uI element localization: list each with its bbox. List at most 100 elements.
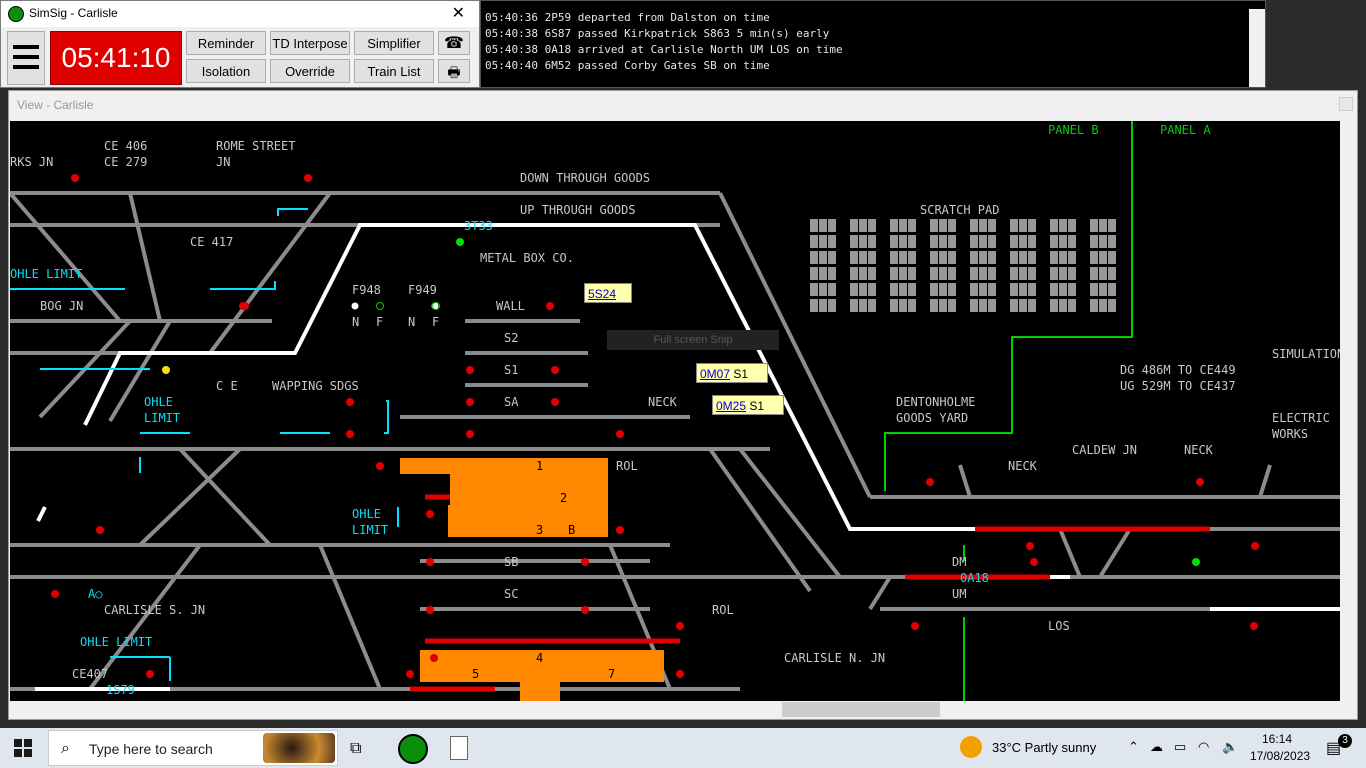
scratch-pad-cell[interactable] — [1010, 251, 1018, 264]
scratch-pad-cell[interactable] — [988, 235, 996, 248]
signal-aspect-icon[interactable] — [146, 670, 154, 678]
scratch-pad-cell[interactable] — [868, 251, 876, 264]
scratch-pad-cell[interactable] — [939, 283, 947, 296]
signal-aspect-icon[interactable] — [304, 174, 312, 182]
scratch-pad-cell[interactable] — [1019, 283, 1027, 296]
scratch-pad-cell[interactable] — [908, 251, 916, 264]
scratch-pad-cell[interactable] — [819, 283, 827, 296]
clock-date[interactable]: 17/08/2023 — [1250, 749, 1311, 763]
scratch-pad-cell[interactable] — [939, 299, 947, 312]
close-icon[interactable]: ✕ — [451, 3, 465, 22]
scratch-pad-cell[interactable] — [828, 267, 836, 280]
scratch-pad-cell[interactable] — [930, 267, 938, 280]
battery-icon[interactable]: ▭ — [1174, 739, 1187, 754]
scratch-pad-cell[interactable] — [970, 219, 978, 232]
scratch-pad-cell[interactable] — [890, 267, 898, 280]
scratch-pad-cell[interactable] — [1090, 299, 1098, 312]
scratch-pad-cell[interactable] — [988, 219, 996, 232]
notifications-icon[interactable]: ▤ — [1326, 740, 1342, 757]
scratch-pad-cell[interactable] — [868, 219, 876, 232]
scratch-pad-cell[interactable] — [1068, 283, 1076, 296]
td-headcode[interactable]: 0M07 — [700, 367, 731, 381]
berth-0a18[interactable]: 0A18 — [960, 571, 989, 585]
scratch-pad-cell[interactable] — [930, 299, 938, 312]
reminder-button[interactable]: Reminder — [186, 31, 266, 55]
scratch-pad-cell[interactable] — [1059, 251, 1067, 264]
scratch-pad-cell[interactable] — [1068, 219, 1076, 232]
scratch-pad-cell[interactable] — [1099, 267, 1107, 280]
scratch-pad-cell[interactable] — [828, 299, 836, 312]
scratch-pad-cell[interactable] — [979, 251, 987, 264]
scratch-pad-cell[interactable] — [1019, 219, 1027, 232]
signal-aspect-icon[interactable] — [466, 366, 474, 374]
scratch-pad-cell[interactable] — [1059, 283, 1067, 296]
scratch-pad-cell[interactable] — [899, 219, 907, 232]
signal-green-icon[interactable] — [1192, 558, 1200, 566]
vertical-scrollbar[interactable] — [1340, 121, 1357, 701]
scratch-pad-cell[interactable] — [1059, 299, 1067, 312]
scratch-pad-cell[interactable] — [1028, 251, 1036, 264]
scratch-pad-cell[interactable] — [868, 299, 876, 312]
track-diagram[interactable]: RKS JN CE 406 CE 279 ROME STREET JN DOWN… — [10, 121, 1340, 701]
weather-icon[interactable] — [960, 736, 982, 758]
signal-green-icon[interactable] — [456, 238, 464, 246]
scratch-pad-cell[interactable] — [908, 235, 916, 248]
scratch-pad-cell[interactable] — [1050, 283, 1058, 296]
scratch-pad-cell[interactable] — [908, 283, 916, 296]
scratch-pad-cell[interactable] — [819, 219, 827, 232]
scratch-pad-cell[interactable] — [899, 235, 907, 248]
scratch-pad-cell[interactable] — [828, 235, 836, 248]
scratch-pad-cell[interactable] — [819, 267, 827, 280]
scratch-pad-cell[interactable] — [979, 219, 987, 232]
scratch-pad-cell[interactable] — [948, 251, 956, 264]
scratch-pad-cell[interactable] — [868, 235, 876, 248]
signal-aspect-icon[interactable] — [241, 302, 249, 310]
windows-start-icon[interactable] — [14, 739, 32, 757]
volume-icon[interactable]: 🔈 — [1222, 739, 1239, 754]
signal-aspect-icon[interactable] — [1196, 478, 1204, 486]
scratch-pad-cell[interactable] — [810, 299, 818, 312]
scratch-pad-cell[interactable] — [970, 267, 978, 280]
signal-aspect-icon[interactable] — [71, 174, 79, 182]
signal-aspect-icon[interactable] — [676, 670, 684, 678]
message-log[interactable]: 05:40:36 2P59 departed from Dalston on t… — [480, 0, 1266, 88]
signals[interactable] — [51, 174, 1259, 678]
scratch-pad-cell[interactable] — [979, 267, 987, 280]
scratch-pad-grid[interactable] — [810, 219, 1116, 312]
berth-3t33[interactable]: 3T33 — [464, 219, 493, 233]
scratch-pad-cell[interactable] — [1028, 283, 1036, 296]
clock-time[interactable]: 16:14 — [1262, 732, 1293, 746]
control-titlebar[interactable]: SimSig - Carlisle ✕ — [1, 1, 479, 27]
scratch-pad-cell[interactable] — [930, 219, 938, 232]
view-close-icon[interactable] — [1339, 97, 1353, 111]
scratch-pad-cell[interactable] — [850, 235, 858, 248]
scratch-pad-cell[interactable] — [1108, 235, 1116, 248]
signal-aspect-icon[interactable] — [426, 510, 434, 518]
signal-aspect-icon[interactable] — [676, 622, 684, 630]
train-list-button[interactable]: Train List — [354, 59, 434, 83]
scratch-pad-cell[interactable] — [988, 267, 996, 280]
scratch-pad-cell[interactable] — [899, 251, 907, 264]
scratch-pad-cell[interactable] — [988, 251, 996, 264]
scratch-pad-cell[interactable] — [850, 251, 858, 264]
scratch-pad-cell[interactable] — [810, 219, 818, 232]
scratch-pad-cell[interactable] — [828, 219, 836, 232]
scratch-pad-cell[interactable] — [1050, 219, 1058, 232]
scratch-pad-cell[interactable] — [890, 299, 898, 312]
signal-aspect-icon[interactable] — [426, 606, 434, 614]
signal-aspect-icon[interactable] — [430, 654, 438, 662]
scratch-pad-cell[interactable] — [948, 267, 956, 280]
scratch-pad-cell[interactable] — [859, 299, 867, 312]
signal-aspect-icon[interactable] — [911, 622, 919, 630]
scratch-pad-cell[interactable] — [850, 219, 858, 232]
scratch-pad-cell[interactable] — [1108, 283, 1116, 296]
scratch-pad-cell[interactable] — [859, 235, 867, 248]
scratch-pad-cell[interactable] — [819, 235, 827, 248]
signalling-panel[interactable]: RKS JN CE 406 CE 279 ROME STREET JN DOWN… — [10, 121, 1340, 701]
signal-aspect-icon[interactable] — [466, 398, 474, 406]
scratch-pad-cell[interactable] — [1010, 219, 1018, 232]
scratch-pad-cell[interactable] — [1059, 267, 1067, 280]
scratch-pad-cell[interactable] — [979, 235, 987, 248]
simsig-taskbar-icon[interactable] — [398, 734, 428, 764]
scratch-pad-cell[interactable] — [970, 251, 978, 264]
